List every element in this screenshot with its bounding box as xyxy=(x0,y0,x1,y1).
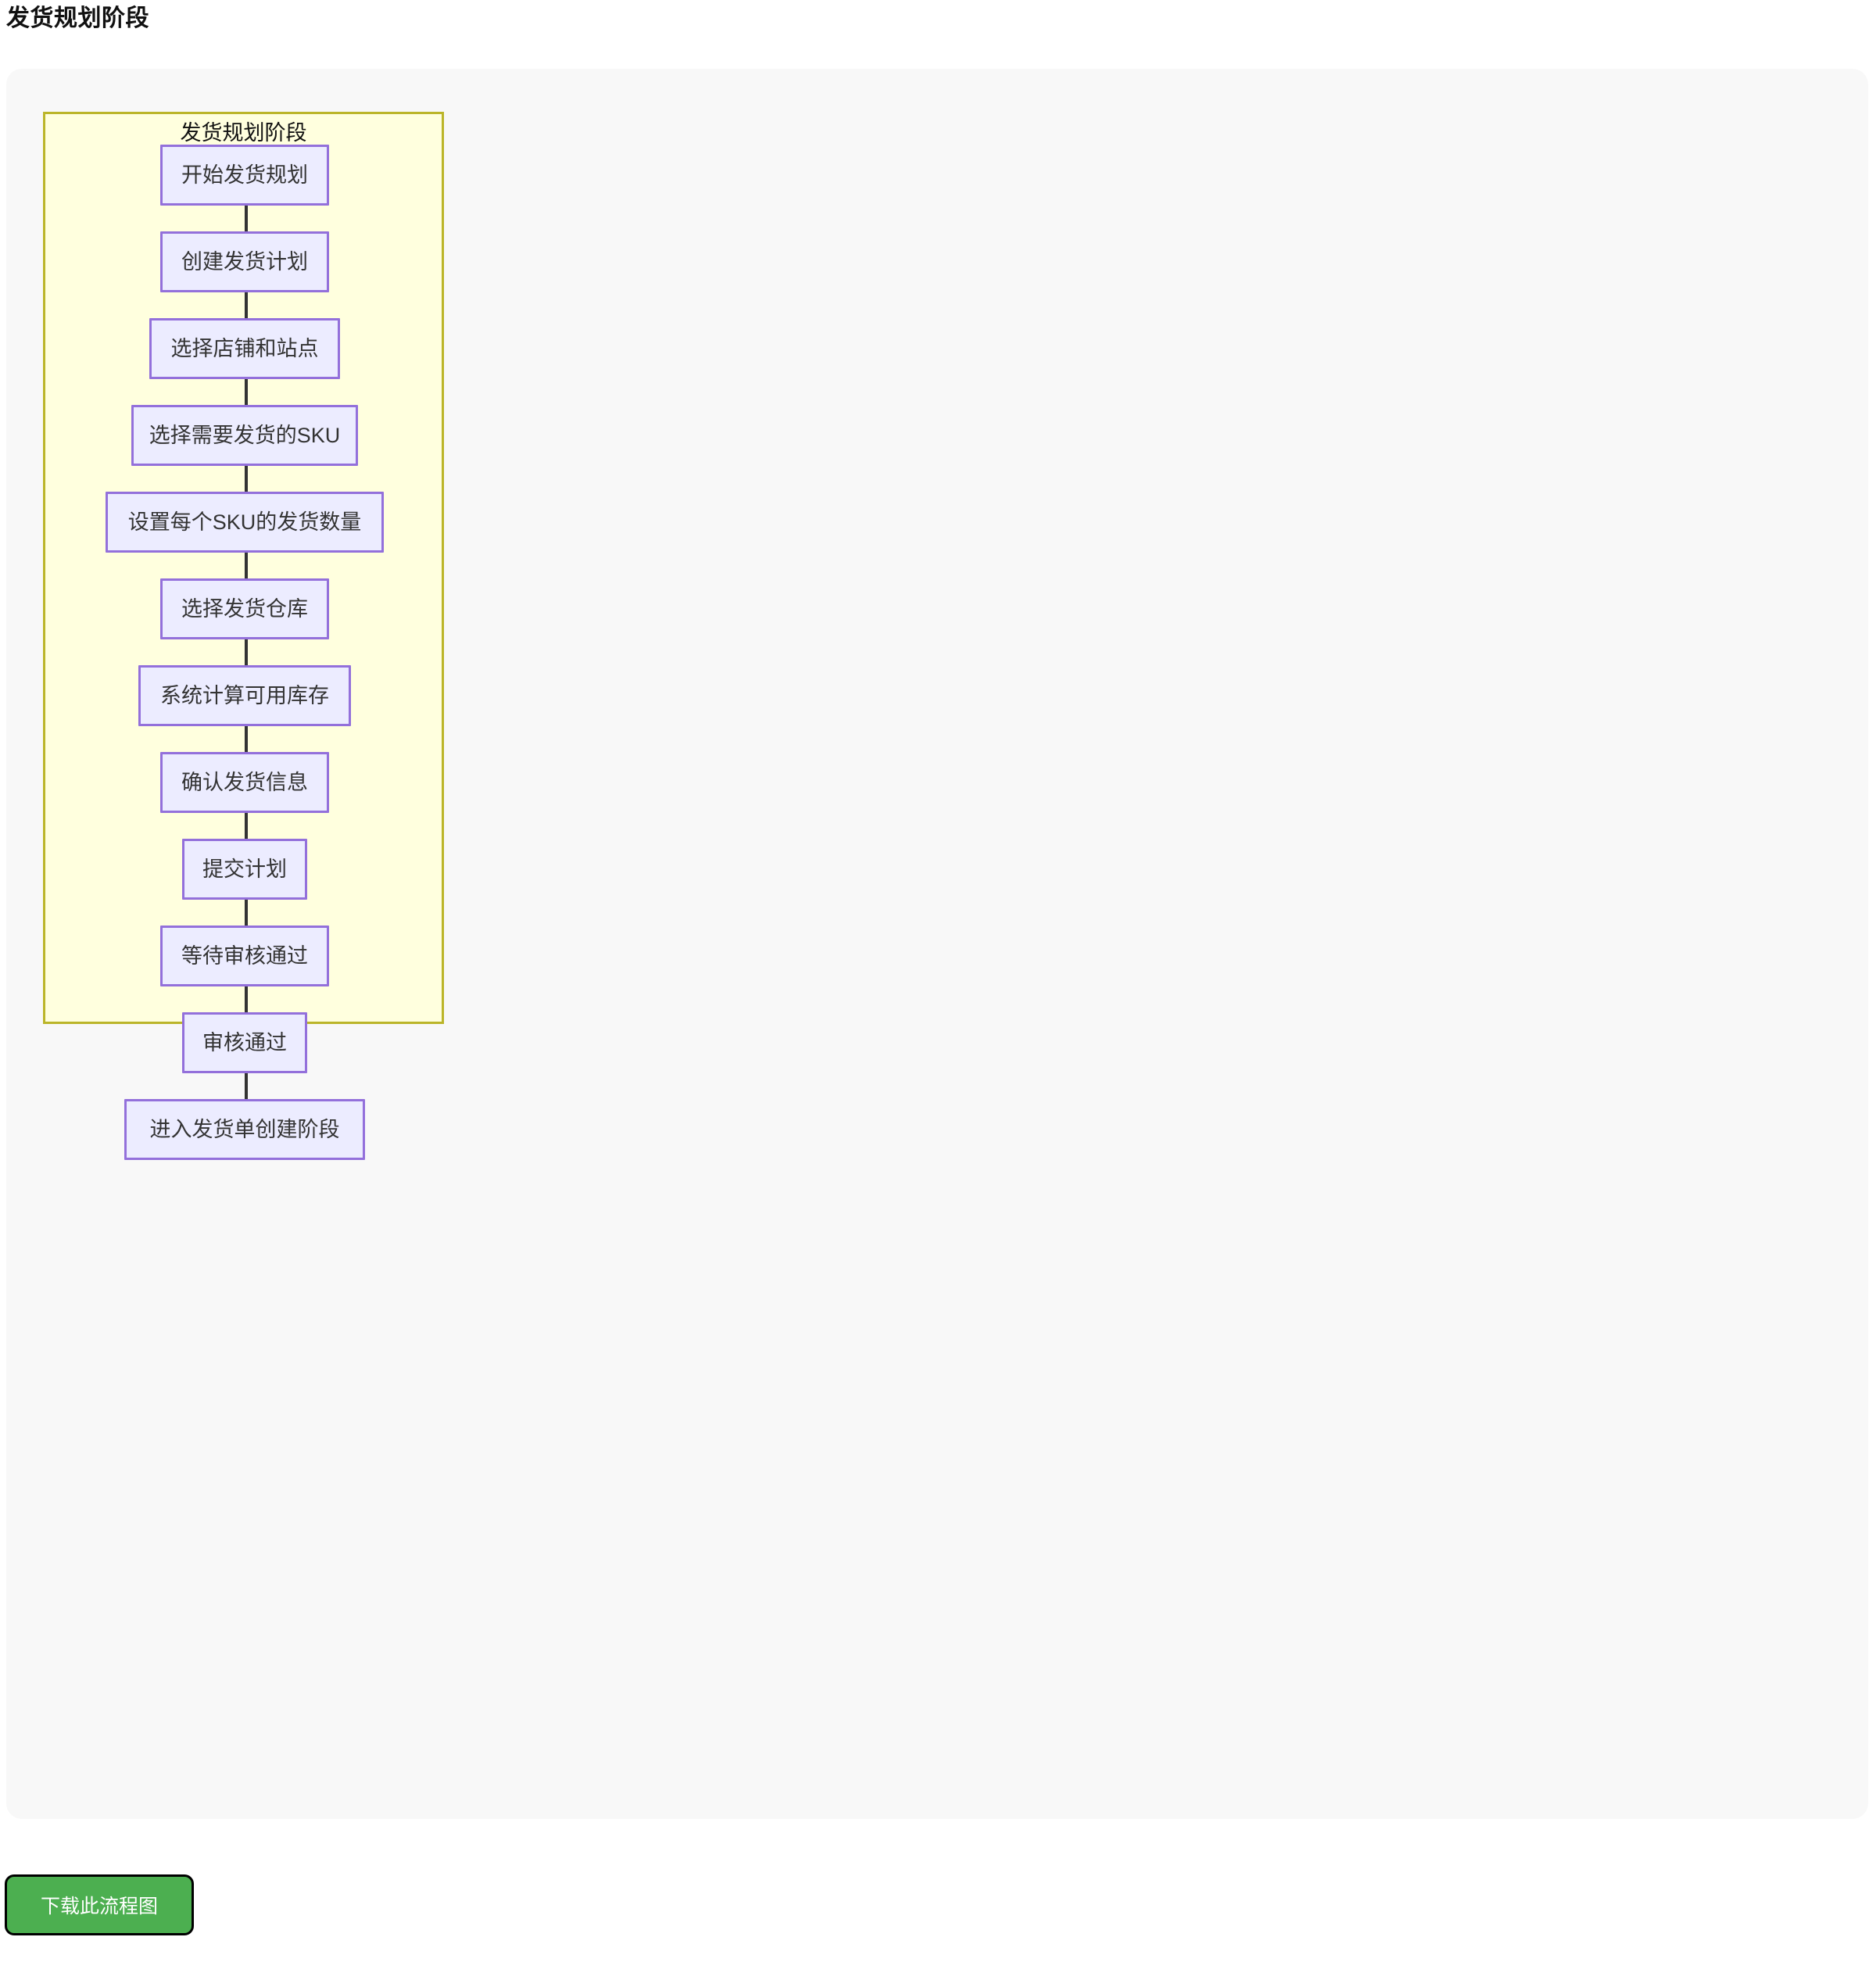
flow-node-n8[interactable]: 确认发货信息 xyxy=(160,752,329,813)
flow-node-label: 确认发货信息 xyxy=(181,770,308,794)
flow-node-n9[interactable]: 提交计划 xyxy=(182,839,307,900)
edge-line-n11-n12 xyxy=(245,1043,248,1112)
flow-node-label: 选择需要发货的SKU xyxy=(149,423,341,447)
edge-line-n8-n9 xyxy=(245,782,248,851)
edge-line-n5-n6 xyxy=(245,522,248,591)
flow-node-label: 等待审核通过 xyxy=(181,943,308,968)
flow-node-label: 提交计划 xyxy=(202,857,287,881)
flowchart-canvas: 发货规划阶段 开始发货规划 创建发货计划 选择 xyxy=(6,69,1868,1819)
flow-node-n4[interactable]: 选择需要发货的SKU xyxy=(131,405,358,466)
flow-node-label: 进入发货单创建阶段 xyxy=(149,1117,340,1141)
edge-line-n1-n2 xyxy=(245,175,248,244)
flow-node-label: 选择店铺和站点 xyxy=(170,336,319,360)
flow-node-label: 系统计算可用库存 xyxy=(160,683,329,707)
edge-line-n6-n7 xyxy=(245,609,248,678)
edge-line-n3-n4 xyxy=(245,349,248,417)
edge-line-n10-n11 xyxy=(245,956,248,1025)
edge-line-n9-n10 xyxy=(245,869,248,938)
flow-node-n12[interactable]: 进入发货单创建阶段 xyxy=(124,1099,365,1160)
flow-node-label: 创建发货计划 xyxy=(181,249,308,274)
flowchart-card: 发货规划阶段 开始发货规划 创建发货计划 选择 xyxy=(6,69,1868,1819)
edge-line-n2-n3 xyxy=(245,262,248,331)
flow-node-n3[interactable]: 选择店铺和站点 xyxy=(149,318,340,379)
flow-node-n1[interactable]: 开始发货规划 xyxy=(160,145,329,206)
flow-node-n10[interactable]: 等待审核通过 xyxy=(160,926,329,986)
flow-node-label: 设置每个SKU的发货数量 xyxy=(127,510,362,534)
flow-node-label: 审核通过 xyxy=(202,1030,287,1054)
flow-node-n5[interactable]: 设置每个SKU的发货数量 xyxy=(106,492,384,553)
flow-node-n6[interactable]: 选择发货仓库 xyxy=(160,578,329,639)
flow-node-label: 选择发货仓库 xyxy=(181,596,308,621)
flow-node-n2[interactable]: 创建发货计划 xyxy=(160,231,329,292)
download-flowchart-button[interactable]: 下载此流程图 xyxy=(5,1874,194,1935)
flow-node-n11[interactable]: 审核通过 xyxy=(182,1012,307,1073)
flow-node-label: 开始发货规划 xyxy=(181,163,308,187)
edge-line-n4-n5 xyxy=(245,435,248,504)
flow-node-n7[interactable]: 系统计算可用库存 xyxy=(138,665,351,726)
edge-line-n7-n8 xyxy=(245,696,248,764)
page-title: 发货规划阶段 xyxy=(6,5,149,31)
